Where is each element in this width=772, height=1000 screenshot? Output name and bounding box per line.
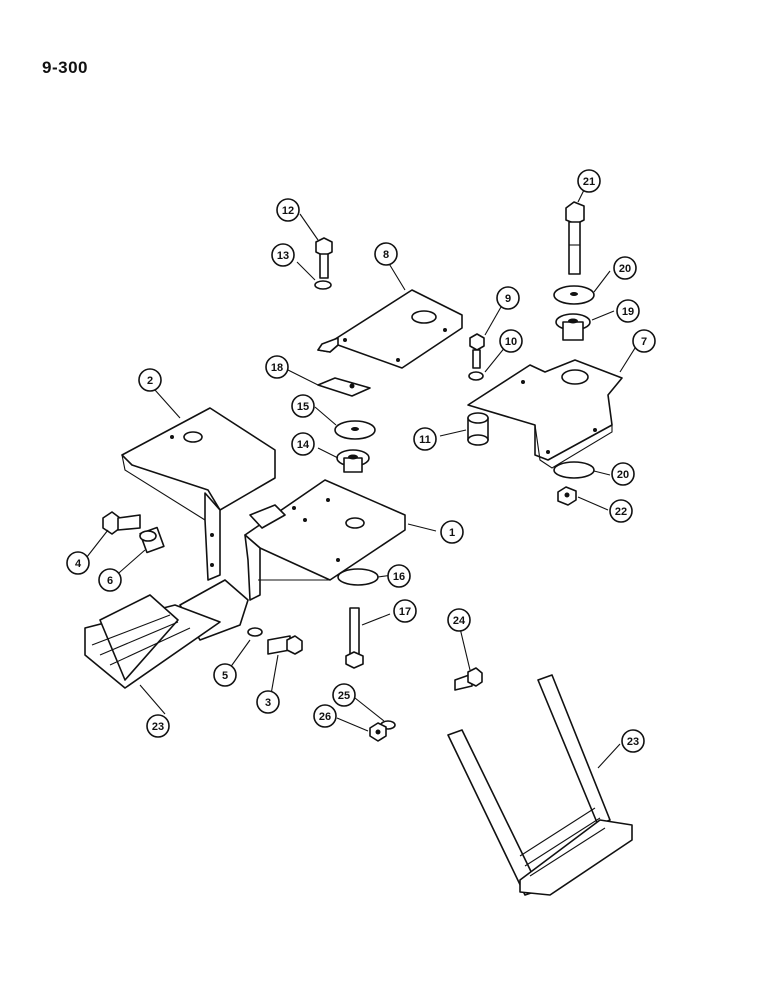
part-7-bracket xyxy=(467,359,623,469)
callout-9-label: 9 xyxy=(505,293,511,305)
part-1-mount-bracket xyxy=(244,479,406,601)
part-9-bolt xyxy=(469,333,485,369)
callout-9: 9 xyxy=(496,286,520,310)
callout-13: 13 xyxy=(271,243,295,267)
callout-7: 7 xyxy=(632,329,656,353)
callout-1: 1 xyxy=(440,520,464,544)
part-4-bolt xyxy=(102,511,141,535)
part-16-washer xyxy=(337,568,379,586)
callout-26-label: 26 xyxy=(319,711,331,723)
part-3-bolt xyxy=(267,635,303,655)
callout-25: 25 xyxy=(332,683,356,707)
callout-5: 5 xyxy=(213,663,237,687)
callout-24-label: 24 xyxy=(453,615,466,627)
part-2-bracket xyxy=(121,407,276,581)
callout-22-label: 22 xyxy=(615,506,627,518)
callout-11-label: 11 xyxy=(419,434,431,446)
callout-25-label: 25 xyxy=(338,690,350,702)
part-5-lockwasher xyxy=(247,627,263,637)
callout-8: 8 xyxy=(374,242,398,266)
callout-7-label: 7 xyxy=(641,336,647,348)
callout-5-label: 5 xyxy=(222,670,228,682)
callout-15-label: 15 xyxy=(297,401,309,413)
callout-21-label: 21 xyxy=(583,176,595,188)
callout-13-label: 13 xyxy=(277,250,289,262)
callout-4: 4 xyxy=(66,551,90,575)
callout-14: 14 xyxy=(291,432,315,456)
callout-10-label: 10 xyxy=(505,336,517,348)
callout-24: 24 xyxy=(447,608,471,632)
callout-26: 26 xyxy=(313,704,337,728)
callout-6-label: 6 xyxy=(107,575,113,587)
part-24-bolt xyxy=(454,667,483,691)
part-20-lower-washer xyxy=(553,461,595,479)
callout-22: 22 xyxy=(609,499,633,523)
callout-20b-label: 20 xyxy=(617,469,629,481)
part-10-lockwasher xyxy=(468,371,484,381)
callout-14-label: 14 xyxy=(297,439,310,451)
callout-12-label: 12 xyxy=(282,205,294,217)
part-17-bolt xyxy=(345,607,364,669)
callout-16: 16 xyxy=(387,564,411,588)
callout-6: 6 xyxy=(98,568,122,592)
callout-2: 2 xyxy=(138,368,162,392)
callout-20a-label: 20 xyxy=(619,263,631,275)
part-23-right-step xyxy=(447,674,633,896)
part-8-bracket-plate xyxy=(317,289,463,369)
callout-19-label: 19 xyxy=(622,306,634,318)
part-18-strap xyxy=(317,377,371,397)
part-14-bushing xyxy=(336,449,370,473)
callout-20a: 20 xyxy=(613,256,637,280)
callout-21: 21 xyxy=(577,169,601,193)
callout-23b: 23 xyxy=(621,729,645,753)
part-22-nut xyxy=(557,486,577,506)
callout-3-label: 3 xyxy=(265,697,271,709)
callout-23a-label: 23 xyxy=(152,721,164,733)
callout-23a: 23 xyxy=(146,714,170,738)
part-19-bushing xyxy=(555,313,591,341)
part-21-long-bolt xyxy=(565,201,585,275)
part-12-bolt xyxy=(315,237,333,279)
callout-18-label: 18 xyxy=(271,362,283,374)
part-26-nut xyxy=(369,722,387,742)
callout-16-label: 16 xyxy=(393,571,405,583)
callout-20b: 20 xyxy=(611,462,635,486)
callout-3: 3 xyxy=(256,690,280,714)
callout-10: 10 xyxy=(499,329,523,353)
callout-17-label: 17 xyxy=(399,606,411,618)
callout-18: 18 xyxy=(265,355,289,379)
callout-1-label: 1 xyxy=(449,527,455,539)
part-23-left-step xyxy=(84,594,221,689)
page-number: 9-300 xyxy=(42,58,88,77)
part-6-spacer xyxy=(139,526,165,554)
callout-17: 17 xyxy=(393,599,417,623)
callout-12: 12 xyxy=(276,198,300,222)
part-11-spacer xyxy=(467,412,489,446)
callout-23b-label: 23 xyxy=(627,736,639,748)
callout-4-label: 4 xyxy=(75,558,82,570)
part-20-upper-washer xyxy=(553,285,595,305)
part-13-lockwasher xyxy=(314,280,332,290)
callout-19: 19 xyxy=(616,299,640,323)
callout-11: 11 xyxy=(413,427,437,451)
part-15-washer xyxy=(334,420,376,440)
callout-2-label: 2 xyxy=(147,375,153,387)
callout-15: 15 xyxy=(291,394,315,418)
callout-8-label: 8 xyxy=(383,249,389,261)
